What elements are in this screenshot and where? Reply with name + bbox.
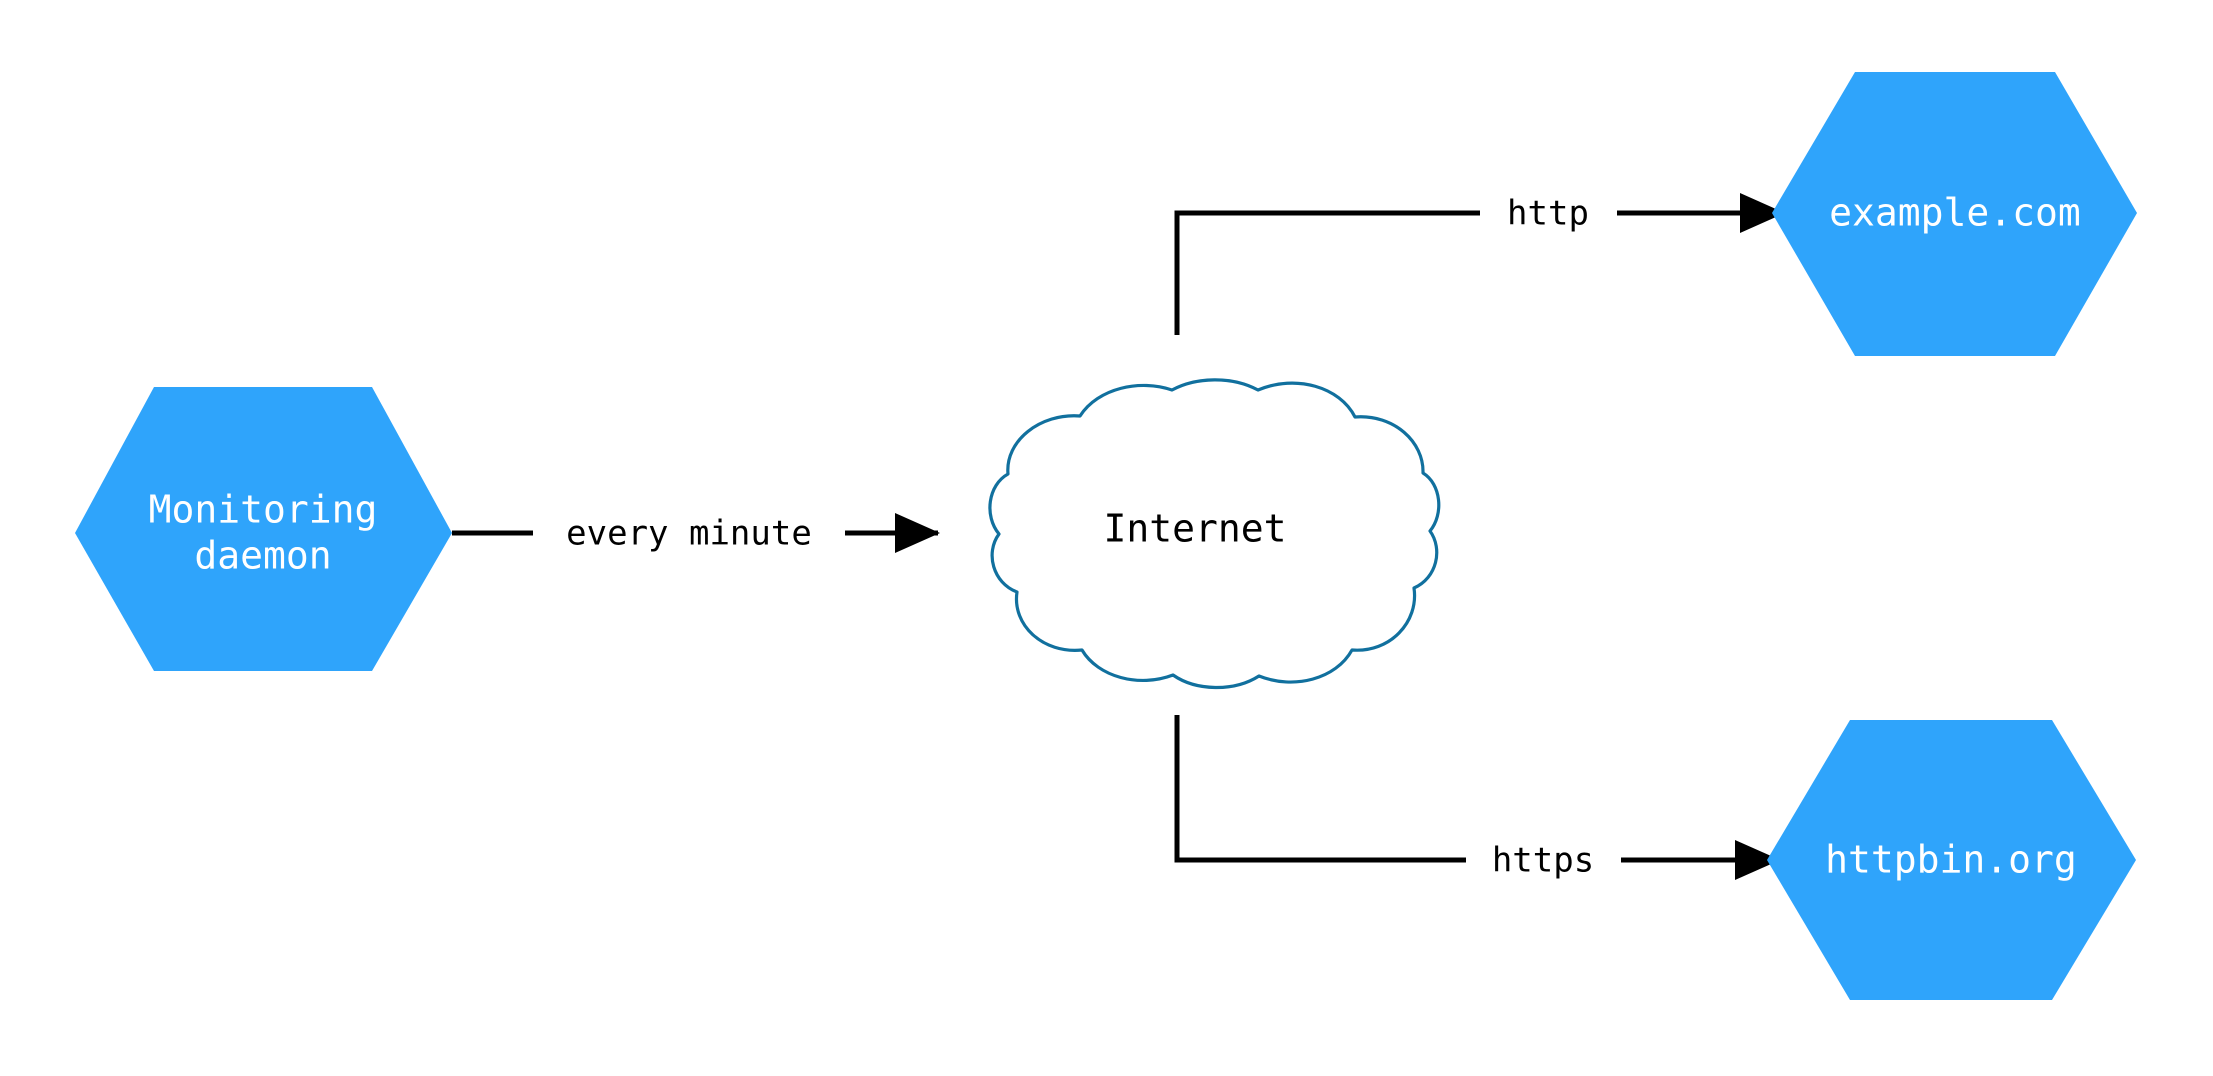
edge-internet-to-httpbin: https [1174,715,1780,881]
monitoring-daemon-label-line1: Monitoring [149,488,378,532]
node-internet[interactable]: Internet [988,378,1441,690]
example-com-label: example.com [1829,191,2081,235]
edge-label-every-minute: every minute [566,514,812,554]
internet-label: Internet [1103,507,1286,551]
example-com-hexagon[interactable] [1772,72,2137,356]
edge-internet-to-example-elbow [1174,210,1480,335]
node-monitoring-daemon[interactable]: Monitoring daemon [75,387,452,671]
internet-cloud-shape[interactable] [988,378,1441,690]
node-httpbin-org[interactable]: httpbin.org [1767,720,2136,1000]
edge-internet-to-httpbin-elbow [1174,715,1466,863]
node-example-com[interactable]: example.com [1772,72,2137,356]
httpbin-org-hexagon[interactable] [1767,720,2136,1000]
edge-daemon-to-internet: every minute [452,513,940,554]
edge-internet-to-example: http [1174,193,1785,335]
edge-label-https: https [1492,841,1594,881]
monitoring-daemon-hexagon[interactable] [75,387,452,671]
httpbin-org-label: httpbin.org [1825,838,2077,882]
monitoring-daemon-label-line2: daemon [194,534,331,578]
edge-label-http: http [1507,194,1589,234]
